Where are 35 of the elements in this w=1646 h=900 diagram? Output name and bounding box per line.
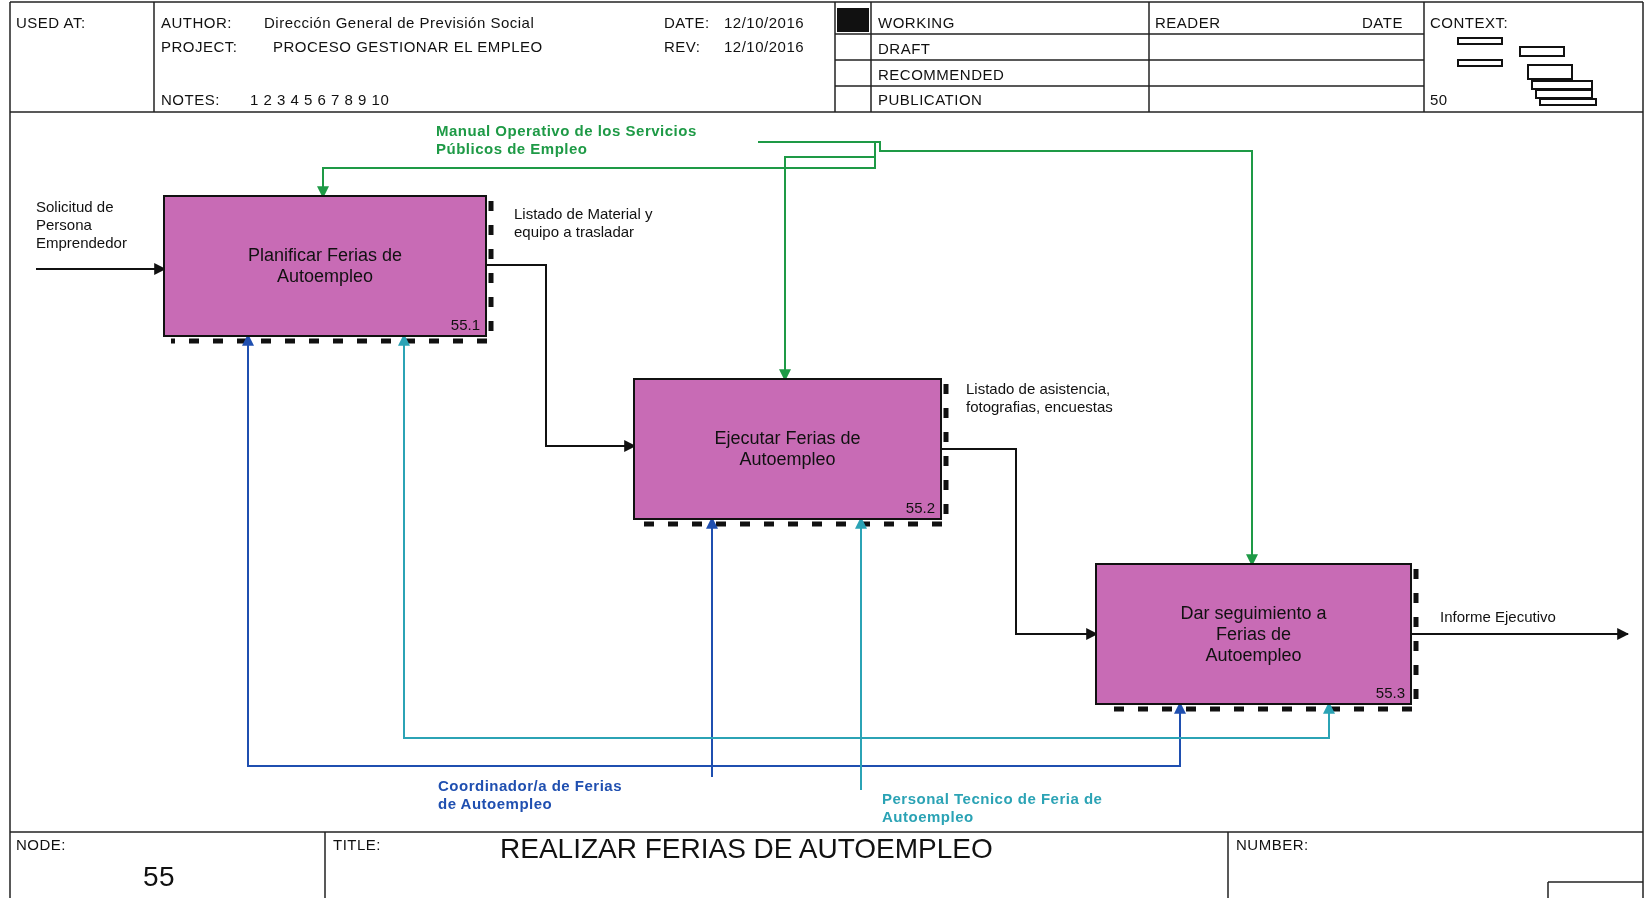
field-label: AUTHOR: [161,14,232,32]
control-label: Manual Operativo de los Servicios Públicos de Empleo [436,122,698,158]
mechanism-label: Personal Tecnico de Feria de Autoempleo [882,790,1104,826]
note-numbers: 1 2 3 4 5 6 7 8 9 10 [250,91,390,109]
field-label: NUMBER: [1236,836,1309,854]
author-name: Dirección General de Previsión Social [264,14,535,32]
status-label: PUBLICATION [878,91,983,109]
activity-number: 55.3 [1375,684,1405,701]
activity-title: Ejecutar Ferias de Autoempleo [713,428,862,470]
status-label: WORKING [878,14,955,32]
mechanism-label: Coordinador/a de Ferias de Autoempleo [438,777,624,813]
field-label: TITLE: [333,836,381,854]
field-label: NODE: [16,836,66,854]
activity-title: Dar seguimiento a Ferias de Autoempleo [1179,602,1328,666]
field-label: READER [1155,14,1221,32]
activity-number: 55.2 [905,499,935,516]
date-value: 12/10/2016 [724,38,805,56]
project-name: PROCESO GESTIONAR EL EMPLEO [273,38,543,56]
status-label: RECOMMENDED [878,66,1005,84]
diagram-title: REALIZAR FERIAS DE AUTOEMPLEO [500,833,993,865]
activity-title: Planificar Ferias de Autoempleo [246,245,404,287]
input-label: Solicitud de Persona Emprendedor [36,198,128,252]
node-number: 55 [143,862,176,892]
edge-label: Informe Ejecutivo [1440,608,1556,626]
field-label: DATE: [664,14,710,32]
status-label: DRAFT [878,40,931,58]
context-number: 50 [1430,91,1448,109]
field-label: PROJECT: [161,38,238,56]
date-value: 12/10/2016 [724,14,805,32]
activity-number: 55.1 [450,316,480,333]
field-label: DATE [1362,14,1403,32]
field-label: NOTES: [161,91,220,109]
field-label: USED AT: [16,14,86,32]
field-label: REV: [664,38,701,56]
field-label: CONTEXT: [1430,14,1509,32]
